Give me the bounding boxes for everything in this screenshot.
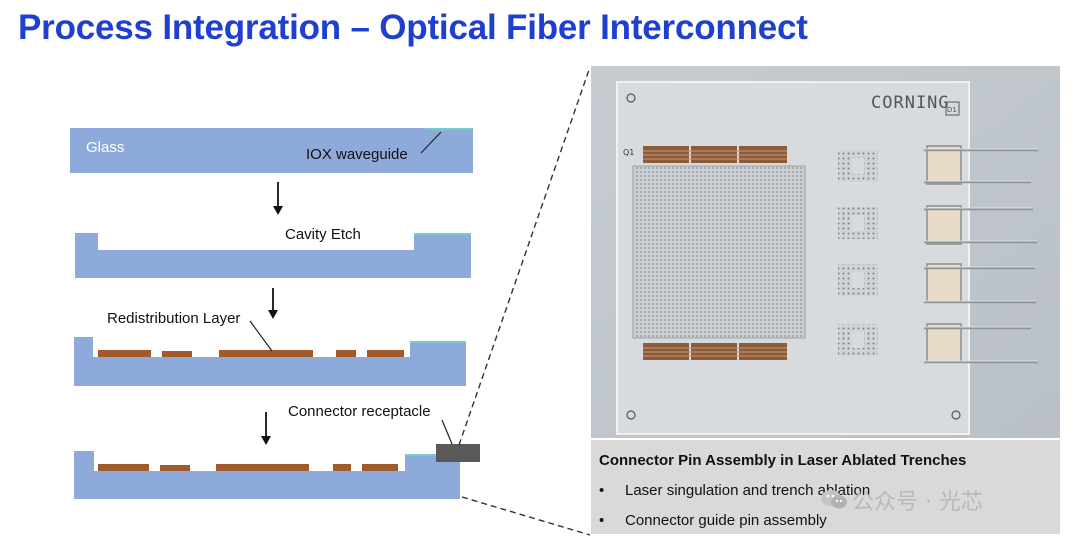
copper-trace [160, 465, 190, 471]
copper-trace [216, 464, 309, 471]
process-arrow-head [261, 436, 271, 445]
cavity-etch-label: Cavity Etch [285, 226, 361, 243]
slide-title: Process Integration – Optical Fiber Inte… [18, 8, 808, 47]
process-arrow-head [268, 310, 278, 319]
caption-item-text: Connector guide pin assembly [625, 512, 827, 529]
copper-trace [98, 350, 151, 357]
etched-glass [74, 337, 466, 386]
glass-substrate [70, 128, 473, 173]
copper-trace [162, 351, 192, 357]
zoom-line-top [458, 66, 591, 446]
copper-trace [98, 464, 149, 471]
interposer-photo-art: CORNING D1 Q1 [591, 66, 1060, 438]
bullet-icon: • [599, 482, 605, 499]
bullet-icon: • [599, 512, 605, 529]
copper-trace [362, 464, 398, 471]
top-fanout [643, 146, 787, 163]
interposer-photo: CORNING D1 Q1 [591, 66, 1060, 438]
copper-trace [367, 350, 404, 357]
etched-glass [74, 451, 460, 499]
corning-logo: CORNING [871, 93, 950, 113]
corner-mark: D1 [947, 106, 957, 114]
connector-receptacle [436, 444, 480, 462]
caption-item: • Laser singulation and trench ablation [599, 482, 870, 499]
connector-receptacle-label: Connector receptacle [288, 403, 431, 420]
etched-glass [75, 233, 471, 278]
zoom-line-bottom [461, 496, 591, 536]
copper-trace [333, 464, 351, 471]
receptacle-pointer [441, 419, 453, 445]
waveguide-label: IOX waveguide [306, 146, 408, 163]
chip-id: Q1 [623, 148, 634, 157]
copper-trace [336, 350, 356, 357]
rdl-label: Redistribution Layer [107, 310, 241, 327]
process-arrow-head [273, 206, 283, 215]
wechat-icon [821, 490, 847, 509]
caption-box: Connector Pin Assembly in Laser Ablated … [591, 440, 1060, 534]
connector-guide-pins [924, 145, 1038, 364]
caption-title: Connector Pin Assembly in Laser Ablated … [599, 452, 967, 469]
bottom-fanout [643, 343, 787, 360]
caption-item-text: Laser singulation and trench ablation [625, 482, 871, 499]
glass-label: Glass [86, 139, 125, 156]
caption-item: • Connector guide pin assembly [599, 512, 827, 529]
bga-grid-array [632, 165, 806, 339]
watermark-text: 公众号 · 光芯 [852, 490, 983, 515]
copper-trace [219, 350, 313, 357]
rdl-pointer [249, 320, 273, 352]
small-die-pads [838, 150, 878, 356]
waveguide-pointer [420, 131, 442, 154]
